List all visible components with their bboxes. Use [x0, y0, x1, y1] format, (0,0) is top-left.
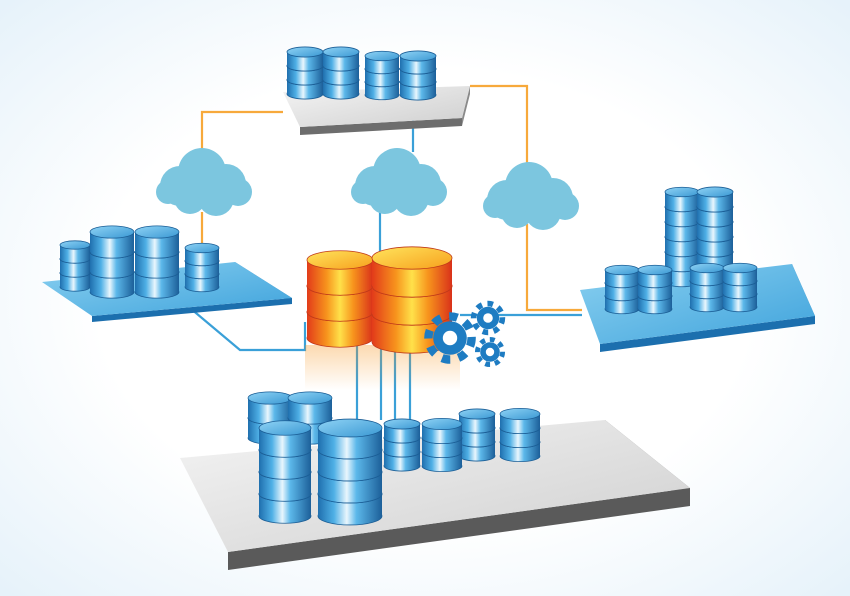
database-server-icon [371, 246, 453, 354]
cloud-icon [483, 162, 579, 230]
gear-teeth [424, 312, 476, 364]
cloud-puff [351, 180, 375, 204]
cloud-puff [156, 180, 180, 204]
gear-hole [485, 347, 495, 357]
database-server-icon [317, 418, 383, 526]
database-server-icon [458, 408, 496, 462]
cloud-puff [224, 178, 252, 206]
platform-front [228, 488, 690, 570]
disk-top [134, 225, 180, 239]
disk-top [287, 391, 333, 405]
cloud-puff [483, 194, 507, 218]
disk-top [383, 418, 421, 430]
cloud-puff [419, 178, 447, 206]
disk-top [664, 186, 700, 198]
disk-top [421, 417, 463, 430]
disk-top [604, 264, 640, 276]
platform-front [300, 118, 462, 135]
disk-top [371, 246, 453, 270]
database-server-icon [637, 264, 673, 315]
gear-teeth [470, 300, 506, 336]
platform-front [92, 298, 292, 322]
database-server-icon [322, 46, 360, 100]
gears [424, 300, 506, 368]
gear-hole [442, 330, 458, 346]
database-server-icon [258, 420, 312, 524]
platform-side [462, 86, 470, 126]
disk-top [306, 250, 374, 270]
database-stacks [59, 46, 758, 526]
disk-top [637, 264, 673, 276]
clouds [156, 148, 579, 230]
disk-top [364, 50, 400, 62]
database-server-icon [134, 225, 180, 299]
disk-top [184, 242, 220, 254]
disk-top [458, 408, 496, 420]
cloud-puff [501, 196, 533, 228]
orange-reflection [305, 345, 460, 390]
database-server-icon [399, 50, 437, 101]
cloud-puff [551, 192, 579, 220]
disk-top [499, 407, 541, 420]
connector-line [525, 224, 582, 312]
gear-icon [424, 312, 476, 364]
disk-top [696, 186, 734, 198]
disk-top [286, 46, 324, 58]
connector-line [200, 110, 283, 155]
gear-icon [474, 336, 506, 368]
database-server-icon [689, 262, 725, 313]
database-server-icon [722, 262, 758, 313]
disk-top [322, 46, 360, 58]
database-server-icon [364, 50, 400, 101]
disk-top [89, 225, 135, 239]
disk-top [722, 262, 758, 274]
disk-top [399, 50, 437, 62]
database-server-icon [604, 264, 640, 315]
database-server-icon [89, 225, 135, 299]
database-server-icon [499, 407, 541, 462]
connector-line [470, 84, 529, 172]
disk-top [317, 418, 383, 438]
database-server-icon [421, 417, 463, 472]
gear-teeth [474, 336, 506, 368]
platform-front [600, 316, 815, 352]
database-server-icon [184, 242, 220, 293]
database-server-icon [286, 46, 324, 100]
gear-icon [470, 300, 506, 336]
disk-top [59, 240, 91, 250]
gear-hole [483, 313, 493, 323]
disk-top [258, 420, 312, 436]
database-server-icon [383, 418, 421, 472]
connector-line [189, 307, 307, 352]
database-server-icon [306, 250, 374, 348]
cloud-puff [174, 182, 206, 214]
disk-top [247, 391, 293, 405]
cloud-icon [156, 148, 252, 216]
disk-top [689, 262, 725, 274]
database-server-icon [59, 240, 91, 292]
cloud-icon [351, 148, 447, 216]
cloud-puff [369, 182, 401, 214]
